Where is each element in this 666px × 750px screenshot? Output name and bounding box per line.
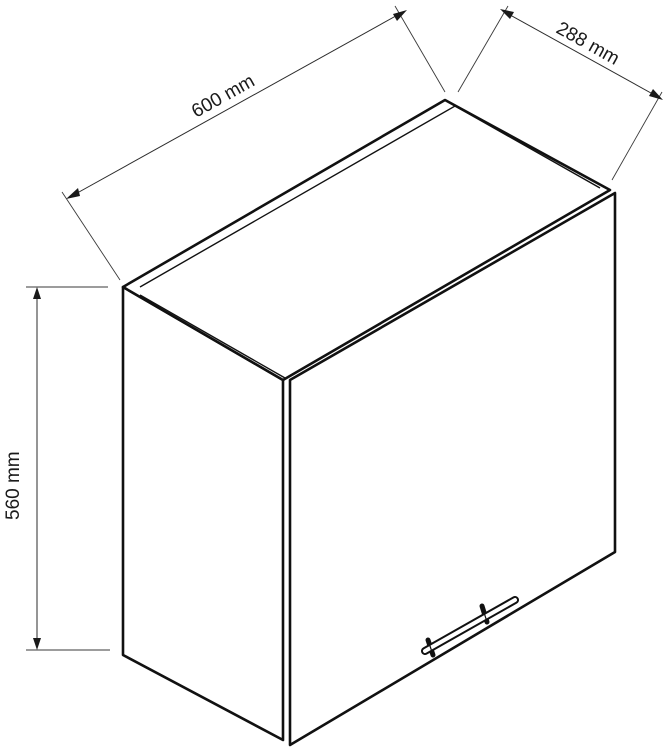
- height-label: 560 mm: [3, 451, 24, 520]
- width-arrow-start: [66, 188, 80, 199]
- top-edge-front: [139, 105, 601, 288]
- cabinet: [121, 98, 617, 747]
- depth-arrow-start: [500, 9, 514, 19]
- width-label: 600 mm: [188, 71, 258, 123]
- bar-handle: [421, 596, 519, 658]
- height-arrow-end: [33, 638, 41, 650]
- width-arrow-end: [393, 10, 407, 21]
- top-edge-back: [139, 294, 286, 379]
- cabinet-top-panel: [121, 98, 612, 382]
- height-dimension: 560 mm: [3, 286, 110, 651]
- height-arrow-start: [33, 287, 41, 299]
- depth-arrow-end: [649, 89, 663, 100]
